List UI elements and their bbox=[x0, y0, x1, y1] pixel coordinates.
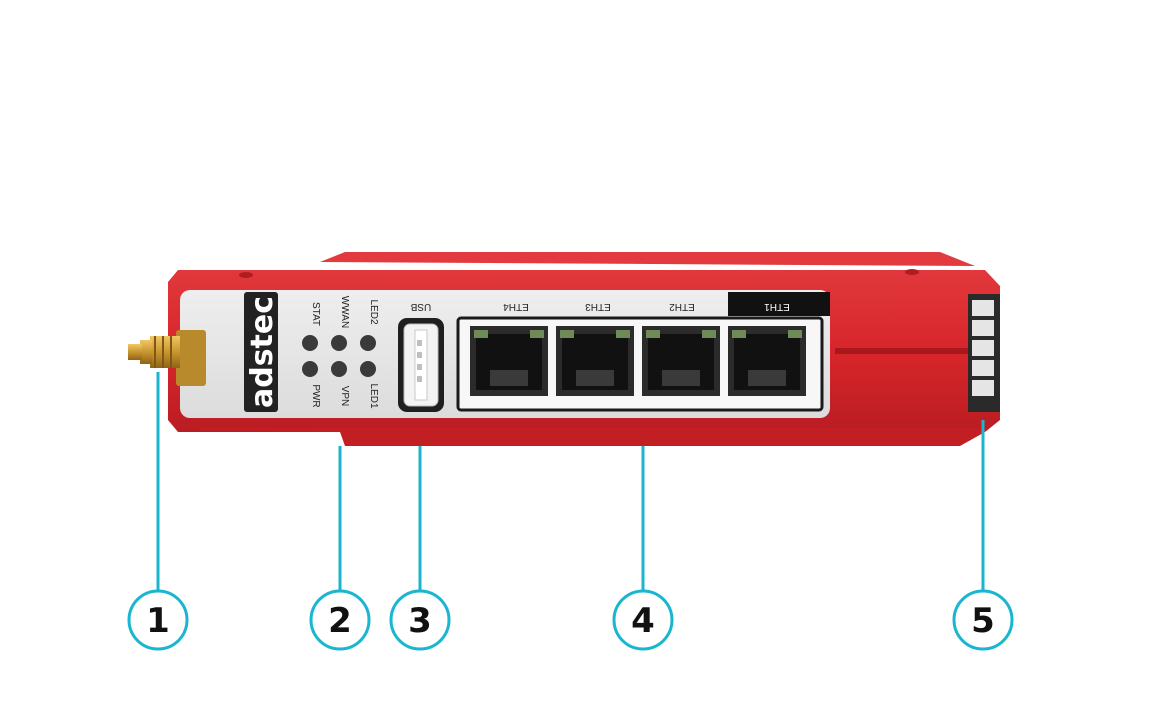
callout-4: 4 bbox=[612, 589, 674, 651]
led-wwan bbox=[331, 335, 347, 351]
eth1-port[interactable] bbox=[728, 326, 806, 396]
callout-number-3: 3 bbox=[408, 601, 432, 641]
callout-1: 1 bbox=[127, 589, 189, 651]
terminal-connector[interactable] bbox=[968, 294, 1000, 412]
adstec-logo: adstec bbox=[244, 292, 280, 412]
callout-lines bbox=[156, 372, 985, 590]
eth2-label: ETH2 bbox=[669, 301, 695, 312]
led-stat bbox=[302, 335, 318, 351]
eth2-port[interactable] bbox=[642, 326, 720, 396]
usb-label: USB bbox=[410, 301, 431, 312]
callout-number-1: 1 bbox=[146, 601, 170, 641]
housing-bottom bbox=[200, 428, 985, 446]
callout-number-5: 5 bbox=[971, 601, 995, 641]
svg-text:adstec: adstec bbox=[245, 296, 280, 408]
led-led2 bbox=[360, 335, 376, 351]
eth3-port[interactable] bbox=[556, 326, 634, 396]
callout-2: 2 bbox=[309, 589, 371, 651]
eth4-label: ETH4 bbox=[503, 301, 529, 312]
led-pwr bbox=[302, 361, 318, 377]
eth3-label: ETH3 bbox=[585, 301, 611, 312]
usb-port[interactable]: USB bbox=[398, 301, 444, 412]
callout-3: 3 bbox=[389, 589, 451, 651]
eth4-port[interactable] bbox=[470, 326, 548, 396]
housing-top-hole-left bbox=[239, 272, 253, 278]
callout-number-2: 2 bbox=[328, 601, 352, 641]
callout-5: 5 bbox=[952, 589, 1014, 651]
led-label-led1: LED1 bbox=[368, 383, 379, 408]
housing-top-ridge bbox=[320, 252, 975, 266]
callout-number-4: 4 bbox=[631, 601, 655, 641]
housing-side-seam bbox=[835, 348, 1000, 354]
antenna-connector[interactable] bbox=[128, 330, 206, 386]
led-label-stat: STAT bbox=[310, 302, 321, 326]
led-led1 bbox=[360, 361, 376, 377]
housing-top-hole-right bbox=[905, 269, 919, 275]
led-label-wwan: WWAN bbox=[339, 296, 350, 328]
eth1-label-bar bbox=[728, 292, 830, 316]
led-group: STAT WWAN LED2 PWR VPN LED1 bbox=[302, 296, 379, 409]
led-vpn bbox=[331, 361, 347, 377]
led-label-pwr: PWR bbox=[310, 384, 321, 407]
eth1-label: ETH1 bbox=[764, 301, 790, 312]
led-label-vpn: VPN bbox=[339, 386, 350, 407]
led-label-led2: LED2 bbox=[368, 299, 379, 324]
